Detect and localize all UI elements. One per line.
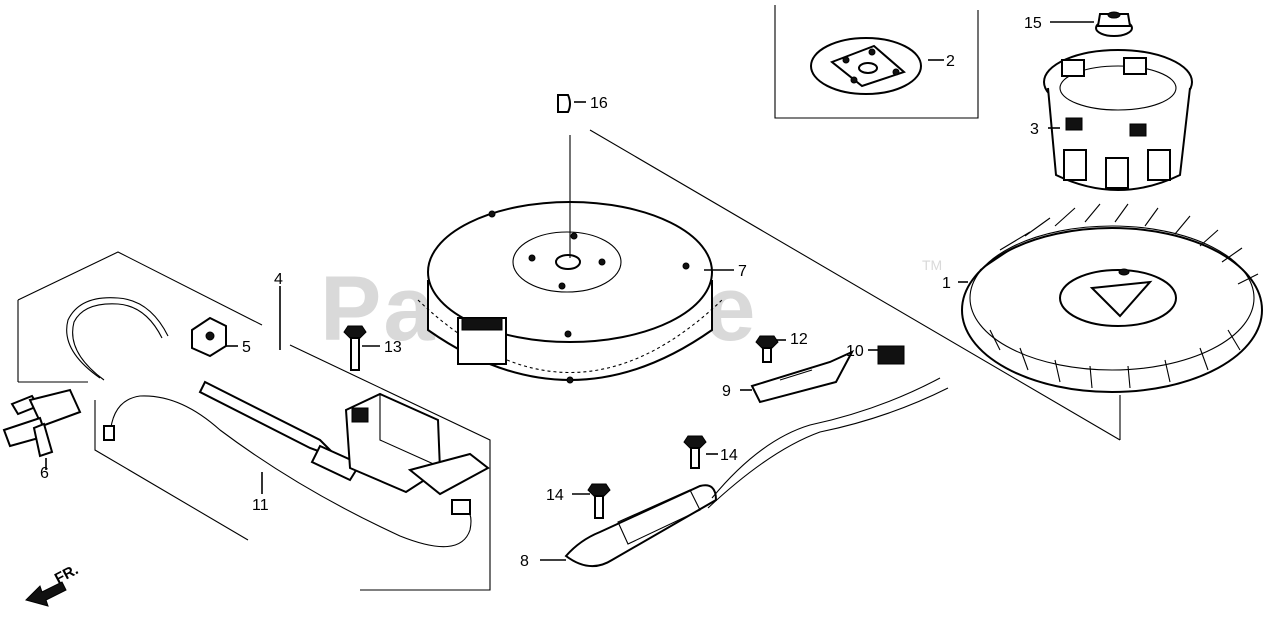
callout-10: 10	[846, 343, 864, 360]
callout-16: 16	[590, 95, 608, 112]
ignition-assembly-box	[17, 251, 491, 591]
callout-7: 7	[738, 263, 747, 280]
callout-9: 9	[722, 383, 731, 400]
direction-label: FR.	[52, 561, 81, 587]
callout-14-lower: 14	[546, 487, 564, 504]
front-direction-arrow-icon	[25, 581, 67, 607]
callout-3: 3	[1030, 121, 1039, 138]
callout-4: 4	[274, 271, 283, 288]
flange-nut-icon[interactable]	[1095, 11, 1133, 37]
callout-2: 2	[946, 53, 955, 70]
callout-14-upper: 14	[720, 447, 738, 464]
callout-6: 6	[40, 465, 49, 482]
fan-cooling-icon[interactable]	[961, 203, 1263, 393]
leader-lines	[45, 21, 1121, 561]
callout-13: 13	[384, 339, 402, 356]
charge-coil-icon[interactable]	[564, 377, 949, 567]
bolt-icon[interactable]	[587, 483, 611, 519]
woodruff-key-icon[interactable]	[557, 94, 571, 113]
callout-5: 5	[242, 339, 251, 356]
bolt-icon[interactable]	[343, 325, 367, 371]
callout-15: 15	[1024, 15, 1042, 32]
callout-12: 12	[790, 331, 808, 348]
ignition-wire-icon[interactable]	[103, 395, 472, 548]
spark-plug-cap-icon[interactable]	[2, 388, 82, 458]
clip-icon[interactable]	[191, 316, 227, 358]
inset-box-part-2	[774, 5, 979, 119]
wire-clamp-icon[interactable]	[750, 349, 855, 404]
bolt-icon[interactable]	[755, 335, 779, 363]
grommet-icon[interactable]	[877, 345, 905, 365]
starter-pulley-plate-icon[interactable]	[810, 37, 922, 95]
callout-labels: 1 2 3 4 5 6 7 8 9 10 11 12 13 14 14 15 1…	[40, 15, 1042, 570]
callout-1: 1	[942, 275, 951, 292]
callout-8: 8	[520, 553, 529, 570]
ignition-coil-assembly-icon[interactable]	[66, 297, 490, 496]
watermark-trademark: TM	[922, 257, 942, 273]
bolt-icon[interactable]	[683, 435, 707, 469]
callout-11: 11	[252, 497, 269, 514]
starter-cup-icon[interactable]	[1043, 49, 1193, 191]
flywheel-icon[interactable]	[417, 201, 723, 384]
